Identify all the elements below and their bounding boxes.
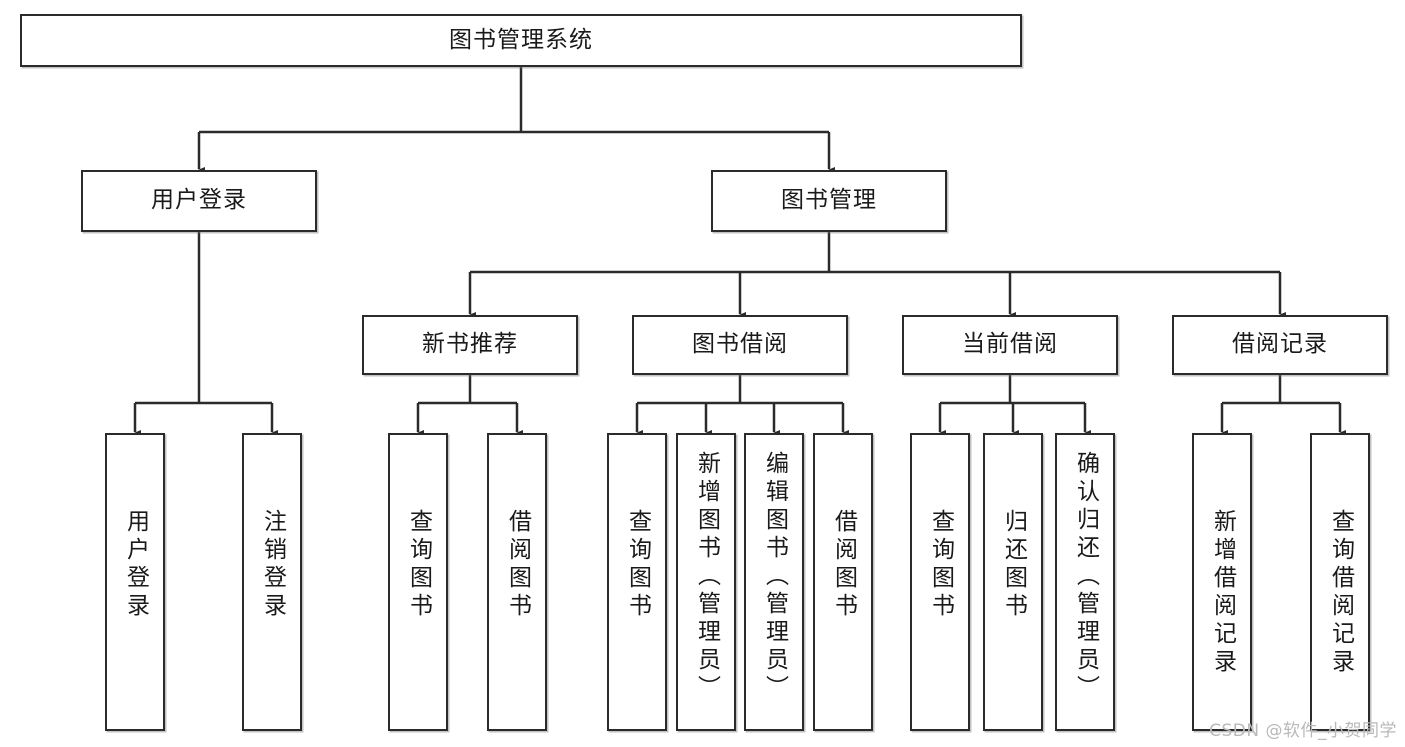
node-leaf-query-borrow-record[interactable]: 查询借阅记录 (1310, 433, 1370, 731)
node-label-leaf-return-book: 归还图书 (1000, 509, 1027, 621)
node-borrow-record[interactable]: 借阅记录 (1172, 315, 1388, 375)
node-leaf-edit-book-admin[interactable]: 编辑图书（管理员） (744, 433, 804, 731)
node-leaf-query-book-borrow[interactable]: 查询图书 (607, 433, 667, 731)
node-label-book-borrow: 图书借阅 (692, 331, 788, 358)
node-leaf-borrow-book[interactable]: 借阅图书 (813, 433, 873, 731)
node-leaf-query-book-recommend[interactable]: 查询图书 (388, 433, 448, 731)
node-label-leaf-confirm-return-admin: 确认归还（管理员） (1072, 451, 1099, 703)
node-book-borrow[interactable]: 图书借阅 (632, 315, 848, 375)
node-label-leaf-add-borrow-record: 新增借阅记录 (1209, 509, 1236, 677)
node-label-leaf-add-book-admin: 新增图书（管理员） (693, 451, 720, 703)
node-leaf-add-borrow-record[interactable]: 新增借阅记录 (1192, 433, 1252, 731)
node-label-leaf-borrow-book-recommend: 借阅图书 (504, 509, 531, 621)
node-label-user-login: 用户登录 (151, 187, 247, 214)
node-label-leaf-query-book-recommend: 查询图书 (405, 509, 432, 621)
node-label-borrow-record: 借阅记录 (1232, 331, 1328, 358)
node-label-leaf-query-borrow-record: 查询借阅记录 (1327, 509, 1354, 677)
node-new-book-recommend[interactable]: 新书推荐 (362, 315, 578, 375)
node-label-root: 图书管理系统 (449, 26, 593, 53)
node-leaf-confirm-return-admin[interactable]: 确认归还（管理员） (1055, 433, 1115, 731)
node-leaf-borrow-book-recommend[interactable]: 借阅图书 (487, 433, 547, 731)
node-leaf-logout[interactable]: 注销登录 (242, 433, 302, 731)
node-leaf-return-book[interactable]: 归还图书 (983, 433, 1043, 731)
node-label-current-borrow: 当前借阅 (962, 331, 1058, 358)
node-label-leaf-query-book-current: 查询图书 (927, 509, 954, 621)
watermark-text: CSDN @软件_小贺同学 (1209, 721, 1397, 741)
node-leaf-query-book-current[interactable]: 查询图书 (910, 433, 970, 731)
node-current-borrow[interactable]: 当前借阅 (902, 315, 1118, 375)
node-label-leaf-user-login: 用户登录 (122, 509, 149, 621)
node-book-management[interactable]: 图书管理 (711, 170, 947, 232)
node-user-login[interactable]: 用户登录 (81, 170, 317, 232)
node-label-leaf-query-book-borrow: 查询图书 (624, 509, 651, 621)
node-label-book-management: 图书管理 (781, 187, 877, 214)
node-label-leaf-borrow-book: 借阅图书 (830, 509, 857, 621)
node-leaf-add-book-admin[interactable]: 新增图书（管理员） (676, 433, 736, 731)
node-label-leaf-logout: 注销登录 (259, 509, 286, 621)
node-label-new-book-recommend: 新书推荐 (422, 331, 518, 358)
node-root[interactable]: 图书管理系统 (20, 14, 1022, 67)
node-leaf-user-login[interactable]: 用户登录 (105, 433, 165, 731)
node-label-leaf-edit-book-admin: 编辑图书（管理员） (761, 451, 788, 703)
